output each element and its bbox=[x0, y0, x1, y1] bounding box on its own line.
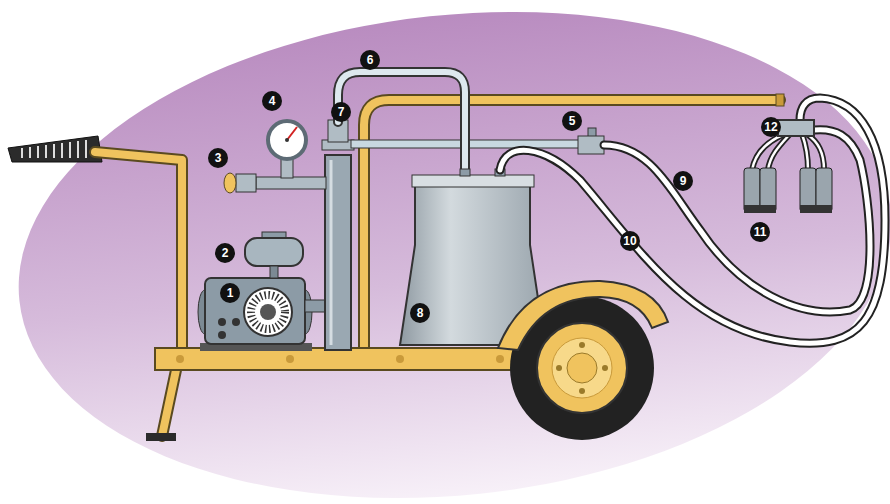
teat-cups bbox=[744, 168, 832, 213]
vacuum-pump-motor bbox=[205, 278, 305, 344]
vacuum-pump-motor bbox=[218, 331, 226, 339]
milk-can bbox=[460, 169, 470, 176]
handle-grip bbox=[22, 140, 86, 158]
claw-short-hoses bbox=[768, 134, 790, 170]
wheel bbox=[602, 365, 608, 371]
cart-foot bbox=[146, 433, 176, 441]
pulsation-hose bbox=[604, 130, 870, 312]
regulator-and-gauge bbox=[268, 121, 306, 159]
cart-frame-tube bbox=[95, 152, 182, 352]
claw-short-hoses bbox=[768, 134, 790, 170]
vacuum-tank bbox=[270, 266, 278, 278]
handle-grip bbox=[69, 142, 71, 158]
claw bbox=[778, 120, 814, 136]
vacuum-pump-motor bbox=[305, 300, 327, 312]
cart-base-bar bbox=[496, 355, 504, 363]
claw-short-hoses bbox=[807, 134, 824, 170]
handle-grip bbox=[77, 141, 79, 158]
callout-number: 3 bbox=[208, 148, 228, 168]
handle-grip bbox=[53, 144, 55, 158]
callout-number: 1 bbox=[220, 283, 240, 303]
wheel-fender bbox=[498, 281, 668, 350]
wheel-fender bbox=[498, 281, 668, 350]
claw-short-hoses bbox=[752, 134, 824, 170]
claw-short-hoses bbox=[802, 134, 808, 170]
claw bbox=[778, 120, 814, 136]
callout-number: 12 bbox=[761, 117, 781, 137]
teat-cups bbox=[800, 205, 832, 213]
shut-off-valve bbox=[578, 128, 604, 154]
sanitary-trap-column bbox=[322, 120, 354, 350]
tube-end-cap bbox=[776, 94, 784, 106]
vacuum-pump-motor bbox=[251, 295, 285, 329]
cart-frame-tube bbox=[162, 370, 176, 436]
callout-number: 8 bbox=[410, 303, 430, 323]
wheel bbox=[579, 342, 585, 348]
handle-grip bbox=[45, 145, 47, 158]
handle-grip bbox=[21, 148, 23, 158]
milk-pipe bbox=[338, 72, 465, 174]
regulator-and-gauge bbox=[224, 121, 326, 193]
sanitary-trap-column bbox=[330, 160, 333, 345]
handle-grip bbox=[85, 140, 87, 158]
claw-short-hoses bbox=[807, 134, 824, 170]
wheel bbox=[537, 323, 627, 413]
cart-base-bar bbox=[176, 355, 184, 363]
handle-grip bbox=[8, 136, 102, 162]
claw-short-hoses bbox=[802, 134, 808, 170]
callout-number: 7 bbox=[331, 102, 351, 122]
wheel bbox=[579, 388, 585, 394]
cart-frame-tube bbox=[95, 100, 780, 436]
regulator-and-gauge bbox=[287, 127, 297, 140]
wheel bbox=[567, 353, 597, 383]
wheel bbox=[552, 338, 612, 398]
handle-grip bbox=[61, 143, 63, 158]
vacuum-pump-motor bbox=[232, 318, 240, 326]
teat-cups bbox=[744, 205, 776, 213]
regulator-and-gauge bbox=[224, 173, 236, 193]
vacuum-pump-motor bbox=[198, 278, 327, 351]
sanitary-trap-column bbox=[325, 155, 351, 350]
handle-grip bbox=[8, 136, 102, 162]
regulator-and-gauge bbox=[285, 138, 289, 142]
vacuum-tank bbox=[245, 232, 303, 278]
regulator-and-gauge bbox=[256, 177, 326, 189]
callout-number: 10 bbox=[620, 231, 640, 251]
callout-number: 4 bbox=[262, 91, 282, 111]
vacuum-tank bbox=[245, 238, 303, 266]
cart-frame-tube bbox=[162, 370, 176, 436]
callout-number: 6 bbox=[360, 50, 380, 70]
pulsation-hose bbox=[604, 130, 870, 312]
callout-number: 2 bbox=[215, 243, 235, 263]
callout-number: 9 bbox=[673, 171, 693, 191]
wheel bbox=[556, 365, 562, 371]
vacuum-pump-motor bbox=[260, 304, 276, 320]
regulator-and-gauge bbox=[236, 174, 256, 192]
vacuum-pump-motor bbox=[244, 288, 292, 336]
callout-number: 5 bbox=[562, 111, 582, 131]
cart-frame-tube bbox=[95, 152, 182, 352]
cart-base-bar bbox=[286, 355, 294, 363]
tube-end-cap bbox=[776, 94, 784, 106]
callout-number: 11 bbox=[750, 222, 770, 242]
handle-grip bbox=[37, 146, 39, 158]
pulsation-hose bbox=[604, 130, 870, 312]
milk-pipe bbox=[338, 72, 465, 174]
milk-pipe bbox=[338, 72, 465, 174]
cart-foot bbox=[146, 433, 176, 441]
cart-base-bar bbox=[396, 355, 404, 363]
milk-can bbox=[412, 175, 534, 187]
vacuum-pump-motor bbox=[218, 318, 226, 326]
handle-grip bbox=[29, 147, 31, 158]
